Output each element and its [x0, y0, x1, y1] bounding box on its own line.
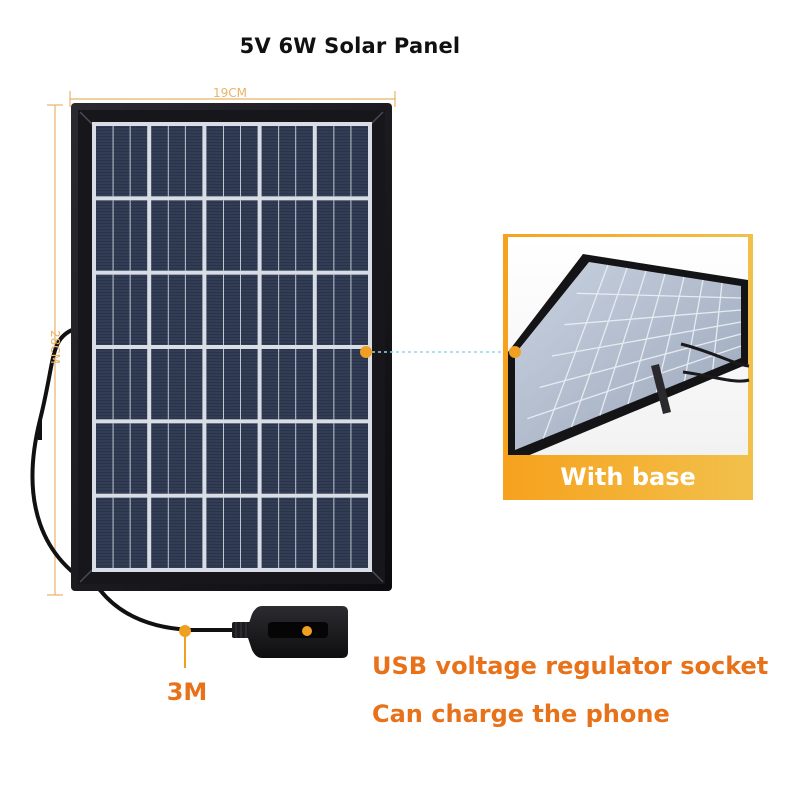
solar-cell — [151, 274, 203, 345]
solar-cell — [151, 349, 203, 420]
panel-marker-dot — [360, 346, 372, 358]
width-dimension-line — [69, 91, 396, 107]
solar-cell — [96, 497, 148, 568]
inset-caption: With base — [560, 463, 696, 491]
solar-cell — [96, 126, 148, 197]
socket-marker-dot — [302, 626, 312, 636]
cable-length-label: 3M — [166, 678, 208, 706]
page-title: 5V 6W Solar Panel — [239, 34, 461, 58]
solar-cell — [96, 349, 148, 420]
solar-cell — [151, 497, 203, 568]
solar-cell — [261, 126, 313, 197]
solar-cell — [206, 274, 258, 345]
solar-cell — [261, 497, 313, 568]
solar-cell — [261, 200, 313, 271]
solar-cell — [261, 423, 313, 494]
cell-area — [92, 122, 372, 572]
solar-cell — [206, 349, 258, 420]
solar-cell — [96, 200, 148, 271]
solar-cell — [316, 126, 368, 197]
solar-cell — [151, 423, 203, 494]
solar-cell — [206, 423, 258, 494]
usb-socket-label: USB voltage regulator socket — [372, 652, 769, 680]
solar-cell — [316, 274, 368, 345]
height-dimension-label: 28CM — [48, 329, 62, 364]
solar-cell — [261, 274, 313, 345]
solar-cell — [206, 126, 258, 197]
solar-cell — [151, 126, 203, 197]
solar-cell — [96, 274, 148, 345]
inset-photo-with-base — [503, 234, 753, 500]
solar-cell — [316, 200, 368, 271]
solar-cell — [206, 497, 258, 568]
width-dimension-label: 19CM — [212, 86, 247, 100]
solar-cell — [96, 423, 148, 494]
solar-cell — [261, 349, 313, 420]
solar-cell — [316, 349, 368, 420]
solar-cell — [151, 200, 203, 271]
inset-marker-dot — [509, 346, 521, 358]
cable-marker-dot — [179, 625, 191, 637]
solar-cell — [316, 497, 368, 568]
solar-cell — [316, 423, 368, 494]
solar-cells — [96, 126, 368, 568]
solar-cell — [206, 200, 258, 271]
charge-phone-label: Can charge the phone — [372, 700, 670, 728]
